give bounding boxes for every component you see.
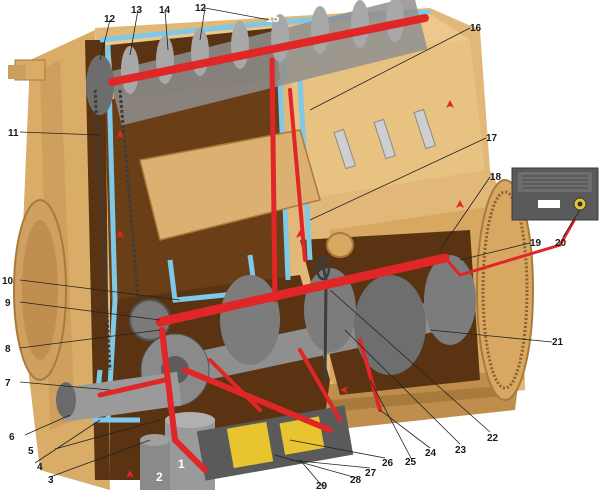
leader-lines [19,7,581,488]
callout-18: 18 [490,172,502,183]
callout-27: 27 [365,468,377,479]
flywheel [476,179,534,401]
callout-22: 22 [487,433,499,444]
callout-23: 23 [455,445,467,456]
callout-15: 15 [266,11,280,25]
callout-16: 16 [470,23,482,34]
callout-25: 25 [405,457,417,468]
callout-6: 6 [9,432,15,443]
callout-24: 24 [425,448,437,459]
callout-21: 21 [552,337,564,348]
oil-filler-cap [326,232,354,258]
callout-10: 10 [2,276,14,287]
timing-chain [93,89,142,371]
callout-7: 7 [5,378,11,389]
front-pulley [8,59,67,381]
callout-12-left: 12 [104,14,116,25]
callout-4: 4 [37,462,43,473]
oil-channels [97,14,582,473]
callout-13: 13 [131,5,143,16]
callout-12-top: 12 [195,3,207,14]
callout-26: 26 [382,458,394,469]
callout-11: 11 [8,128,19,139]
callout-5: 5 [28,446,34,457]
callout-2: 2 [156,470,163,484]
callout-labels: 1 2 3 4 5 6 7 8 9 10 11 12 12 13 14 15 1… [2,3,567,490]
callout-20: 20 [555,238,567,249]
callout-8: 8 [5,344,11,355]
dipstick-handle [315,255,331,281]
callout-29: 29 [316,481,328,490]
oil-pressure-gauge [511,167,599,221]
callout-3: 3 [48,475,54,486]
oil-flow-arrows [116,100,464,478]
callout-1: 1 [178,457,185,471]
callout-17: 17 [486,133,498,144]
callout-9: 9 [5,298,11,309]
callout-19: 19 [530,238,542,249]
callout-14: 14 [159,5,171,16]
dipstick [318,259,328,381]
callout-28: 28 [350,475,362,486]
